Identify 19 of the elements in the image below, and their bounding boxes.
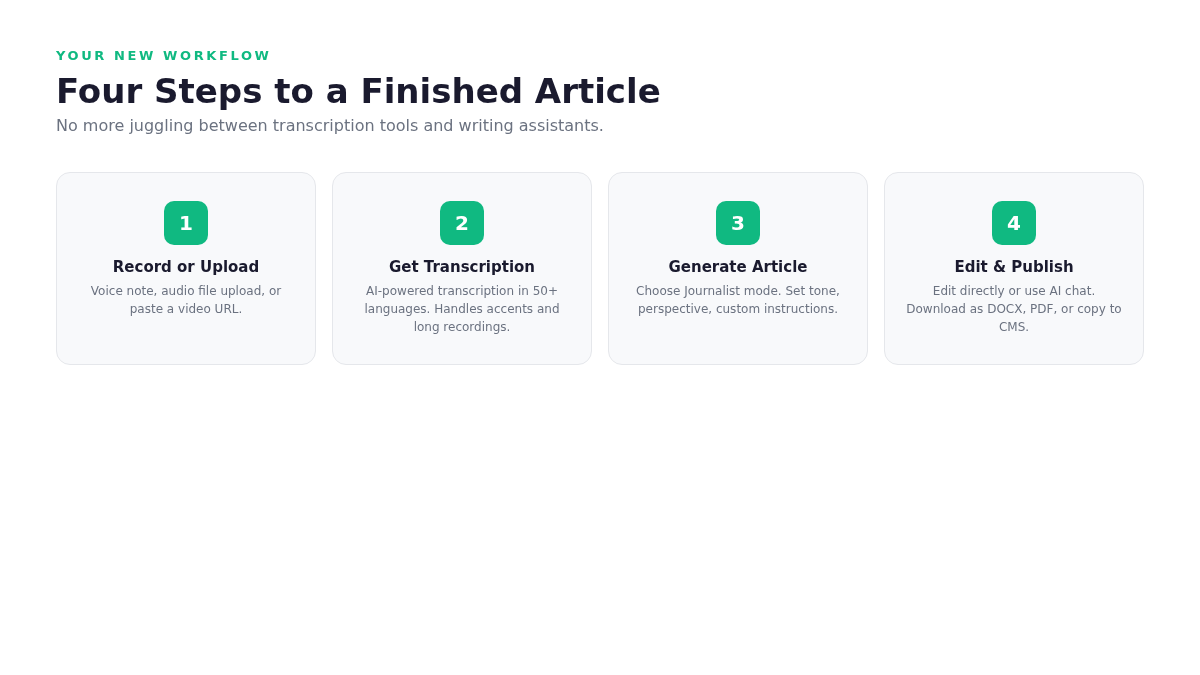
subtitle: No more juggling between transcription tools and writing assistants. — [56, 115, 604, 137]
title: Four Steps to a Finished Article — [56, 70, 661, 112]
step-description: Voice note, audio file upload, or paste a video URL. — [89, 283, 283, 318]
step-heading: Generate Article — [668, 257, 808, 278]
step-number-badge: 1 — [164, 201, 208, 245]
eyebrow-text: YOUR NEW WORKFLOW — [56, 47, 272, 65]
step-number-badge: 3 — [716, 201, 760, 245]
step-description: AI-powered transcription in 50+ languages. Handles accents and long recordings. — [363, 283, 561, 336]
step-heading: Edit & Publish — [954, 257, 1074, 278]
step-heading: Record or Upload — [112, 257, 260, 278]
step-description: Edit directly or use AI chat. Download as DOCX, PDF, or copy to CMS. — [905, 283, 1123, 336]
step-description: Choose Journalist mode. Set tone, perspective, custom instructions. — [635, 283, 841, 318]
step-card — [608, 172, 868, 365]
step-heading: Get Transcription — [388, 257, 536, 278]
step-card — [884, 172, 1144, 365]
step-card — [332, 172, 592, 365]
step-card — [56, 172, 316, 365]
step-number-badge: 2 — [440, 201, 484, 245]
step-number-badge: 4 — [992, 201, 1036, 245]
